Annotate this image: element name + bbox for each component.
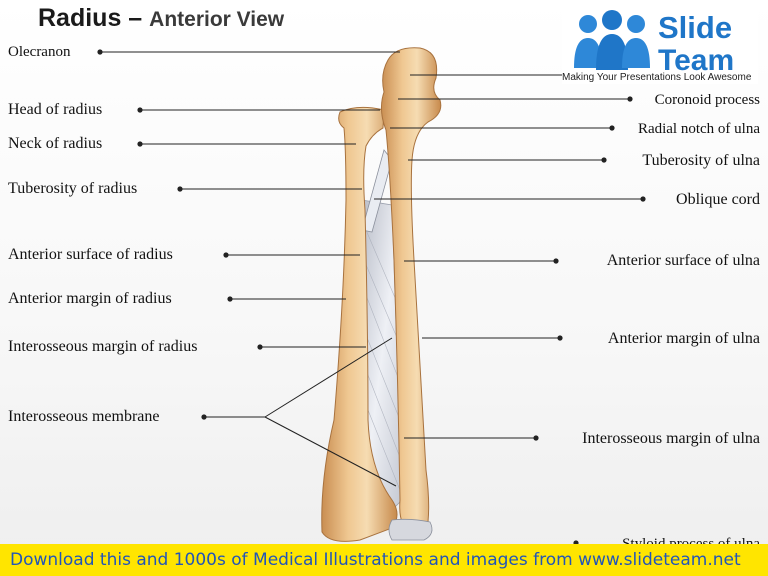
download-banner[interactable]: Download this and 1000s of Medical Illus…: [0, 544, 768, 576]
label-oblique-cord: Oblique cord: [676, 191, 760, 208]
label-tuberosity-of-radius: Tuberosity of radius: [8, 180, 138, 197]
leader-lines: [100, 51, 643, 487]
label-anterior-margin-of-ulna: Anterior margin of ulna: [607, 330, 760, 347]
label-anterior-surface-of-ulna: Anterior surface of ulna: [606, 252, 760, 269]
label-interosseous-margin-of-radius: Interosseous margin of radius: [8, 338, 198, 355]
logo-line1: Slide: [658, 10, 733, 45]
label-coronoid-process: Coronoid process: [654, 92, 760, 108]
logo-tagline: Making Your Presentations Look Awesome: [562, 72, 752, 83]
radius-bone: [321, 106, 398, 542]
logo-line2: Team: [658, 44, 735, 77]
label-anterior-surface-of-radius: Anterior surface of radius: [8, 246, 173, 263]
label-radial-notch-of-ulna: Radial notch of ulna: [637, 121, 760, 137]
title-dash: –: [121, 4, 150, 32]
label-head-of-radius: Head of radius: [8, 101, 103, 118]
label-interosseous-margin-of-ulna: Interosseous margin of ulna: [582, 430, 760, 447]
title-main: Radius: [38, 4, 122, 32]
ulna-distal-cap: [388, 518, 433, 541]
title-sub: Anterior View: [149, 8, 285, 31]
membrane-fibers: [363, 229, 402, 491]
label-olecranon: Olecranon: [8, 44, 71, 60]
slideteam-logo: Slide Team Making Your Presentations Loo…: [562, 6, 758, 84]
label-anterior-margin-of-radius: Anterior margin of radius: [8, 290, 172, 307]
label-interosseous-membrane: Interosseous membrane: [8, 408, 160, 425]
leader-dots: [97, 49, 646, 546]
label-neck-of-radius: Neck of radius: [8, 135, 103, 152]
people-icon: [574, 10, 650, 70]
label-tuberosity-of-ulna: Tuberosity of ulna: [642, 152, 760, 169]
ulna-bone: [380, 47, 442, 533]
slide-title: Radius – Anterior View: [38, 4, 284, 33]
